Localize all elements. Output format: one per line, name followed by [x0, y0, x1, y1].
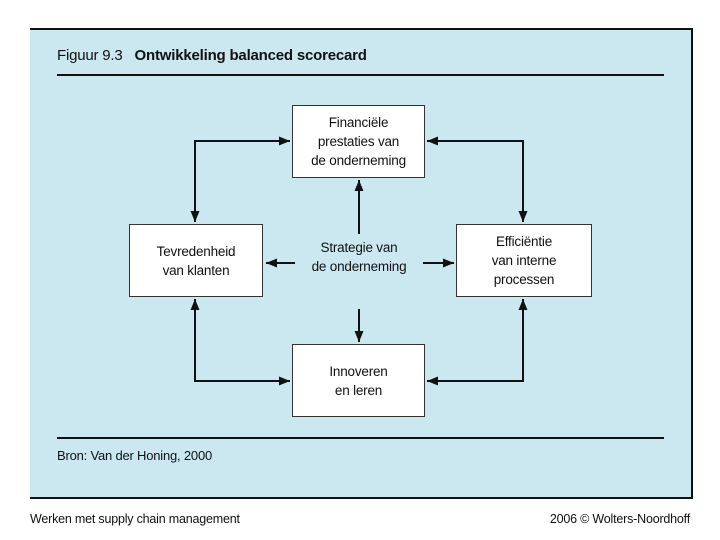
connector-bottom-left — [190, 299, 290, 386]
figure-number: Figuur 9.3 — [57, 47, 123, 64]
figure-title: Figuur 9.3 Ontwikkeling balanced scorecar… — [57, 45, 367, 67]
figure-caption: Ontwikkeling balanced scorecard — [134, 47, 367, 64]
node-strategy: Strategie van de onderneming — [311, 240, 407, 274]
node-label: Innoveren en leren — [329, 363, 388, 398]
figure-source: Bron: Van der Honing, 2000 — [57, 448, 213, 463]
figure-panel: Figuur 9.3 Ontwikkeling balanced scorecar… — [30, 28, 693, 499]
node-internal-process-efficiency: Efficiëntie van interne processen — [456, 224, 592, 297]
node-customer-satisfaction: Tevredenheid van klanten — [129, 224, 263, 297]
connector-top-left — [190, 136, 290, 222]
node-label: Tevredenheid van klanten — [156, 243, 236, 278]
source-divider — [57, 437, 664, 439]
node-innovation-learning: Innoveren en leren — [292, 344, 425, 417]
title-divider — [57, 74, 664, 76]
footer-copyright: 2006 © Wolters-Noordhoff — [549, 512, 690, 526]
node-financial-performance: Financiële prestaties van de onderneming — [292, 105, 425, 178]
footer-book-title: Werken met supply chain management — [30, 512, 240, 526]
node-label: Financiële prestaties van de onderneming — [311, 115, 406, 168]
node-label: Efficiëntie van interne processen — [491, 234, 557, 287]
connector-top-right — [427, 136, 528, 222]
connector-bottom-right — [427, 299, 528, 386]
